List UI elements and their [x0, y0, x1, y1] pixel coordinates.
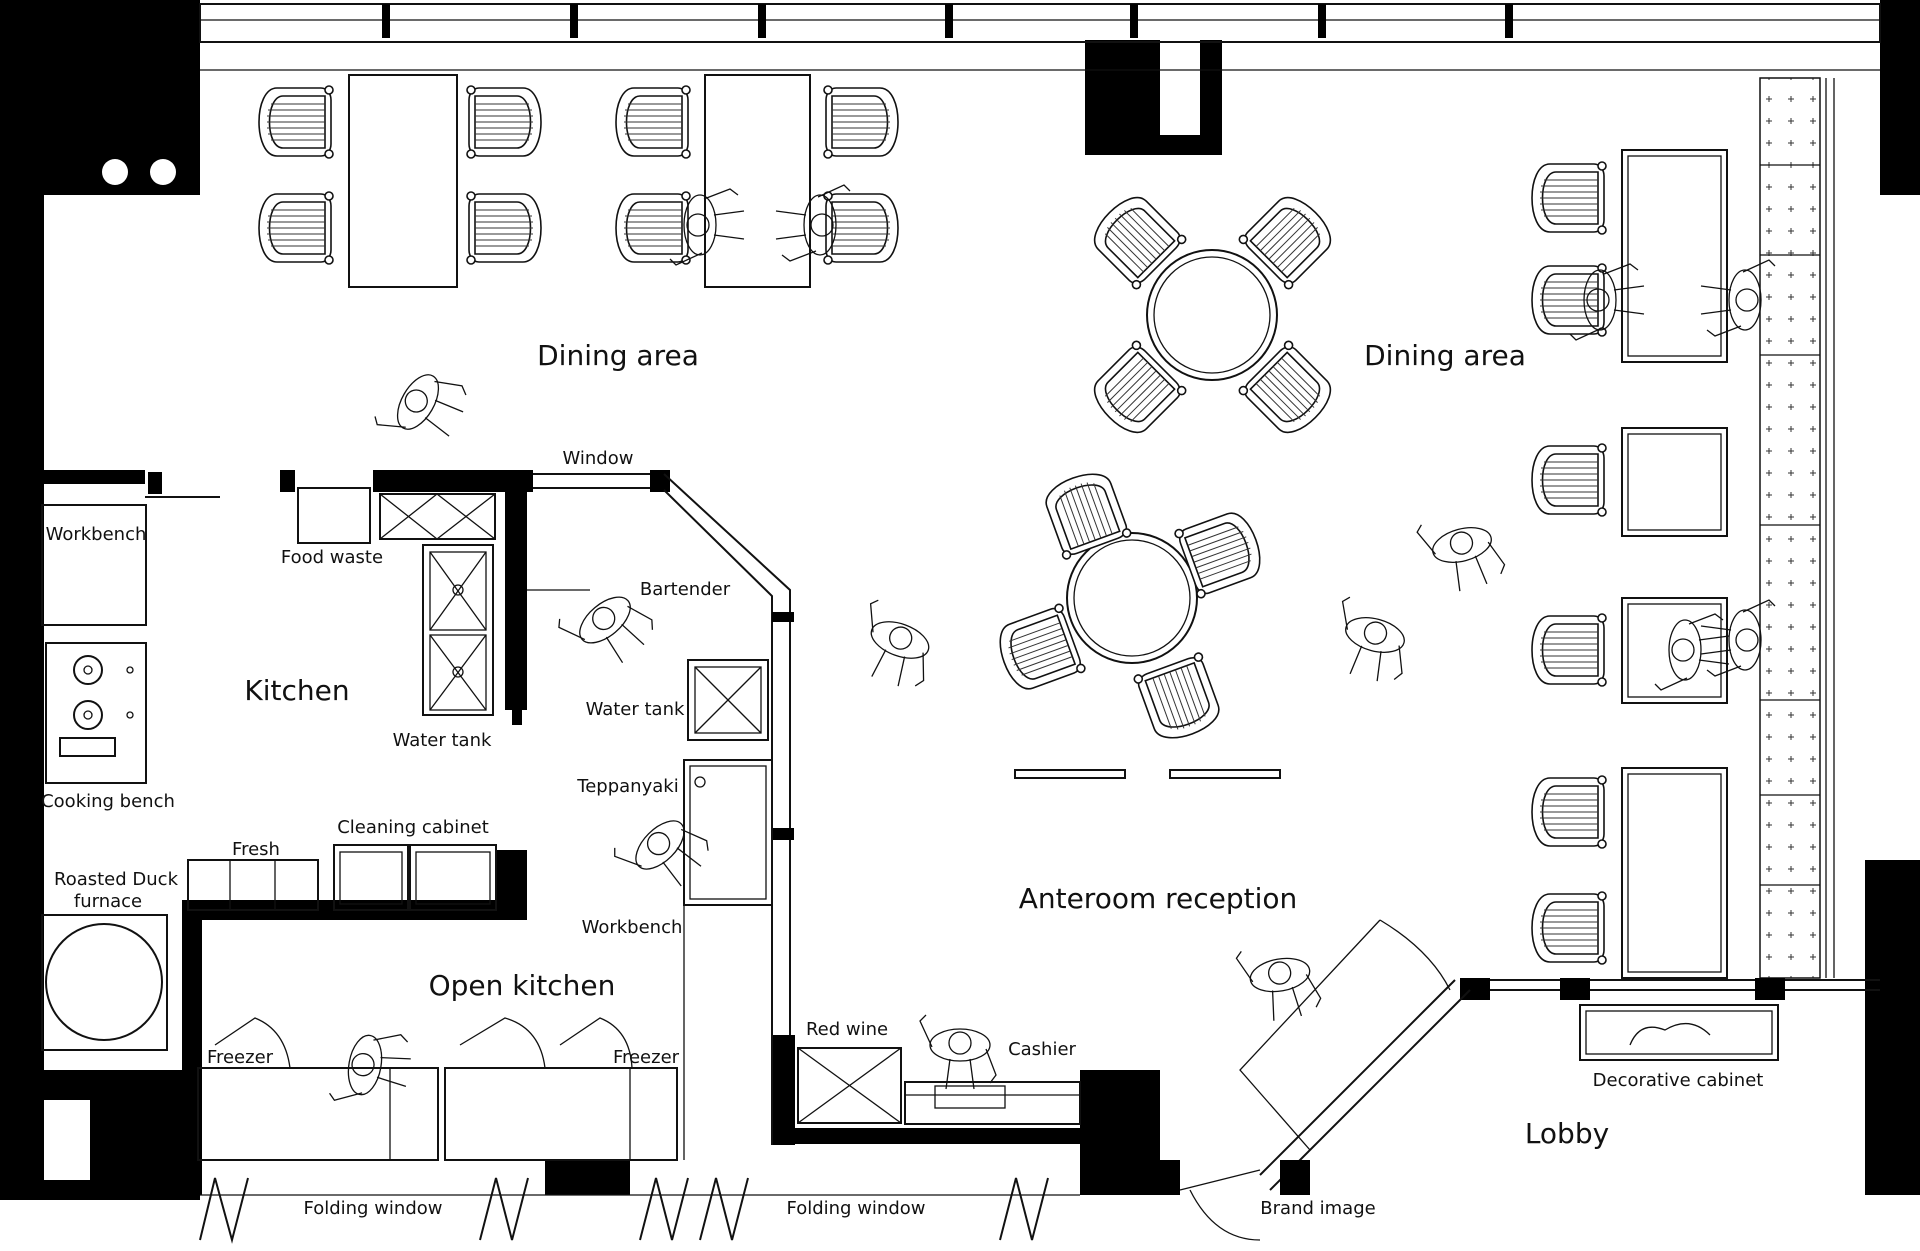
furnace-label: furnace	[74, 891, 142, 912]
dining-tables-left	[258, 74, 899, 288]
lobby-label: Lobby	[1525, 1117, 1609, 1150]
round-table-upper	[1083, 186, 1342, 444]
red-wine-label: Red wine	[806, 1019, 888, 1040]
decorative-cabinet-label: Decorative cabinet	[1593, 1070, 1764, 1091]
brand-image-label: Brand image	[1260, 1198, 1375, 1219]
cashier-label: Cashier	[1008, 1039, 1076, 1060]
kitchen-walls	[40, 470, 1160, 1195]
roasted-duck-label: Roasted Duck	[54, 869, 179, 890]
kitchen-label: Kitchen	[244, 674, 349, 707]
cleaning-cabinet-label: Cleaning cabinet	[337, 817, 489, 838]
folding-window-left-label: Folding window	[304, 1198, 443, 1219]
window-label: Window	[563, 448, 634, 469]
teppanyaki-label: Teppanyaki	[576, 776, 678, 797]
water-tank-left-label: Water tank	[393, 730, 492, 751]
food-waste-label: Food waste	[281, 547, 383, 568]
labels: Dining area Dining area Kitchen Open kit…	[41, 339, 1763, 1219]
cooking-bench-label: Cooking bench	[41, 791, 175, 812]
top-window-strip	[199, 3, 1881, 71]
anteroom-label: Anteroom reception	[1019, 882, 1298, 915]
dining-area-left-label: Dining area	[537, 339, 699, 372]
folding-window-right-label: Folding window	[787, 1198, 926, 1219]
freezer-left-label: Freezer	[207, 1047, 274, 1068]
kitchen-fixtures	[41, 487, 1081, 1161]
banquette	[1759, 77, 1835, 979]
fresh-label: Fresh	[232, 839, 280, 860]
water-tank-right-label: Water tank	[586, 699, 685, 720]
bartender-label: Bartender	[640, 579, 731, 600]
dining-tables-right	[1531, 149, 1728, 979]
entrance	[1160, 919, 1880, 1241]
partition-bars	[1014, 769, 1281, 779]
outer-walls	[0, 0, 1920, 1200]
round-table-lower	[991, 465, 1269, 747]
folding-windows	[199, 1177, 1080, 1244]
workbench-mid-label: Workbench	[582, 917, 683, 938]
freezer-right-label: Freezer	[613, 1047, 680, 1068]
dining-area-right-label: Dining area	[1364, 339, 1526, 372]
open-kitchen-label: Open kitchen	[429, 969, 616, 1002]
workbench-top-label: Workbench	[46, 524, 147, 545]
